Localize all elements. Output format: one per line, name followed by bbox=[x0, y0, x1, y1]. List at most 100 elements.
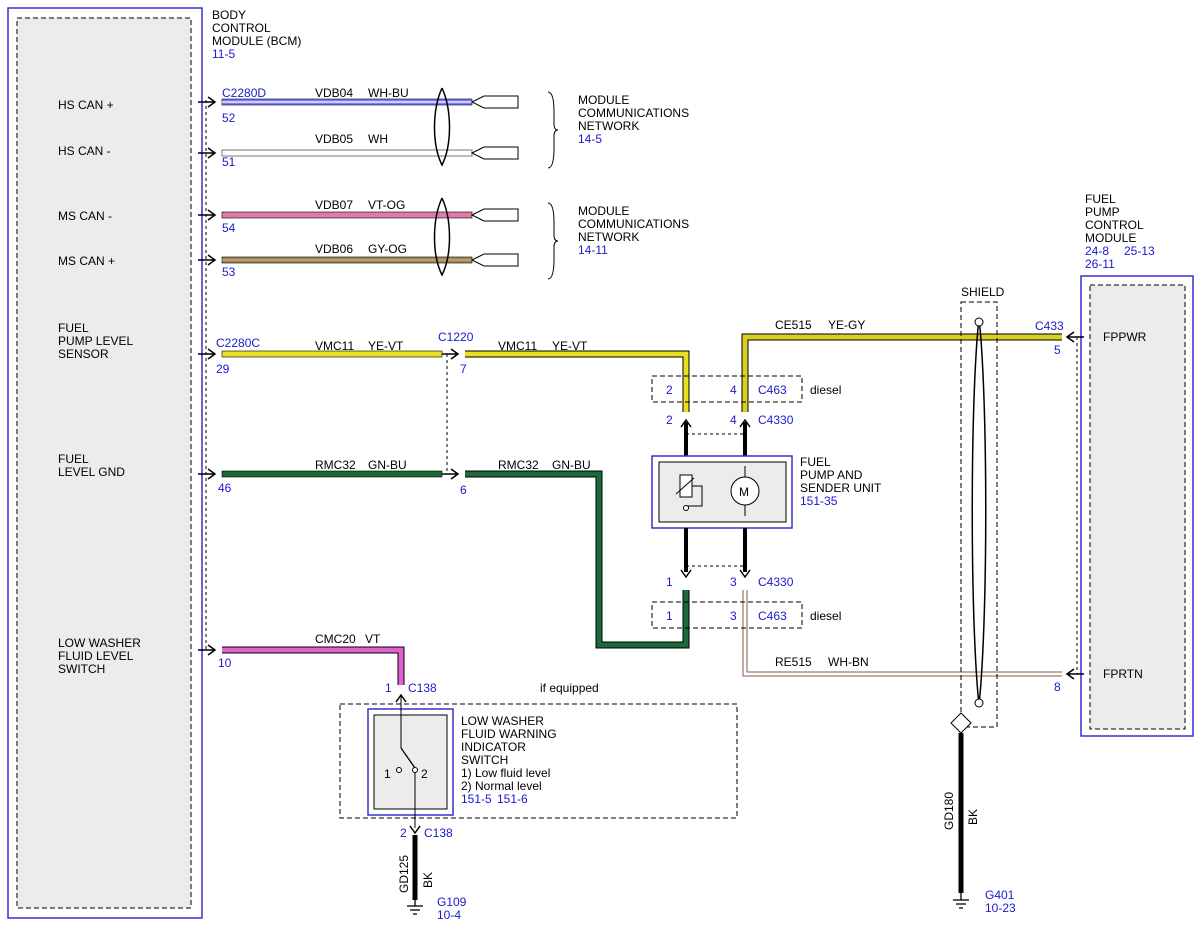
shield-label: SHIELD bbox=[961, 285, 1005, 299]
net-bot-2: COMMUNICATIONS bbox=[578, 217, 689, 231]
fpcm-ref-3[interactable]: 26-11 bbox=[1085, 257, 1115, 271]
net-bot-ref[interactable]: 14-11 bbox=[578, 243, 608, 257]
net-top-ref[interactable]: 14-5 bbox=[578, 132, 602, 146]
wire-vdb05[interactable] bbox=[221, 149, 473, 157]
gd125-circuit: GD125 bbox=[397, 855, 411, 893]
washer-contact-1-icon bbox=[396, 767, 402, 773]
fpcm-inner bbox=[1089, 284, 1186, 730]
c463-top-label: C463 bbox=[758, 383, 787, 397]
g109-ref[interactable]: 10-4 bbox=[437, 908, 461, 922]
c2280c-label: C2280C bbox=[216, 336, 260, 350]
bcm-pin-washer-1: LOW WASHER bbox=[58, 636, 141, 650]
bcm-title-1: BODY bbox=[212, 8, 246, 22]
bcm-pin-fuel-gnd-2: LEVEL GND bbox=[58, 465, 125, 479]
connector-arrows bbox=[198, 96, 460, 656]
pump-unit-label-1: FUEL bbox=[800, 455, 831, 469]
c4330-bottom-arrows bbox=[680, 569, 751, 579]
vmc11b-circuit: VMC11 bbox=[498, 339, 537, 353]
ce515-color: YE-GY bbox=[828, 318, 865, 332]
c138-top-label: C138 bbox=[408, 681, 437, 695]
c138-bottom-arrow bbox=[409, 825, 421, 835]
vdb06-pin: 53 bbox=[222, 265, 236, 279]
washer-label-2: FLUID WARNING bbox=[461, 727, 557, 741]
g401-label: G401 bbox=[985, 888, 1015, 902]
c4330-top-pin4: 4 bbox=[730, 413, 737, 427]
c463-top-box bbox=[651, 375, 803, 403]
rmc32-inline-pin: 6 bbox=[460, 483, 467, 497]
c4330-bot-label: C4330 bbox=[758, 575, 794, 589]
ms-brace-icon bbox=[547, 202, 559, 280]
bcm-pin-ms-can-plus: MS CAN + bbox=[58, 254, 115, 268]
shield-twist-icon bbox=[971, 317, 987, 706]
washer-optional-box bbox=[339, 703, 738, 819]
washer-switch-blade-icon bbox=[400, 747, 416, 769]
fpcm-arrows bbox=[1065, 331, 1084, 680]
c463-bot-box bbox=[651, 601, 803, 629]
g401-ref[interactable]: 10-23 bbox=[985, 901, 1016, 915]
pump-unit-ref[interactable]: 151-35 bbox=[800, 494, 838, 508]
sender-resistor-icon bbox=[679, 474, 693, 498]
gd180-color: BK bbox=[966, 809, 980, 825]
vdb07-color: VT-OG bbox=[368, 198, 405, 212]
bcm-pin-washer-2: FLUID LEVEL bbox=[58, 649, 134, 663]
vmc11-color: YE-VT bbox=[368, 339, 404, 353]
c4330-bot-pin1: 1 bbox=[666, 575, 673, 589]
bcm-inner bbox=[16, 17, 192, 909]
gd180-circuit: GD180 bbox=[942, 792, 956, 830]
cmc20-circuit: CMC20 bbox=[315, 632, 356, 646]
c4330-bot-pin3: 3 bbox=[730, 575, 737, 589]
rmc32-color: GN-BU bbox=[368, 458, 407, 472]
washer-state-2: 2) Normal level bbox=[461, 779, 542, 793]
wire-vmc11-a[interactable] bbox=[221, 350, 443, 358]
pump-unit-label-2: PUMP AND bbox=[800, 468, 863, 482]
vdb04-circuit: VDB04 bbox=[315, 86, 353, 100]
shield-box bbox=[960, 301, 998, 728]
c463-bot-note: diesel bbox=[810, 609, 841, 623]
vdb04-pin: 52 bbox=[222, 111, 236, 125]
gd125-color: BK bbox=[421, 872, 435, 888]
washer-ref-1[interactable]: 151-5 bbox=[461, 792, 492, 806]
wire-vdb07[interactable] bbox=[221, 211, 473, 219]
ms-twist-icon bbox=[433, 197, 451, 277]
wire-cmc20[interactable] bbox=[222, 646, 405, 685]
ce515-circuit: CE515 bbox=[775, 318, 812, 332]
fpcm-ref-2[interactable]: 25-13 bbox=[1124, 244, 1155, 258]
net-bot-3: NETWORK bbox=[578, 230, 639, 244]
hs-connector: C2280D bbox=[222, 86, 266, 100]
bcm-pin-fuel-gnd-1: FUEL bbox=[58, 452, 89, 466]
washer-contact-2-icon bbox=[412, 767, 418, 773]
vmc11-circuit: VMC11 bbox=[315, 339, 354, 353]
re515-color: WH-BN bbox=[828, 655, 869, 669]
c138-bot-label: C138 bbox=[424, 826, 453, 840]
cmc20-color: VT bbox=[365, 632, 381, 646]
washer-state-1: 1) Low fluid level bbox=[461, 766, 550, 780]
fppwr-label: FPPWR bbox=[1103, 330, 1147, 344]
net-top-3: NETWORK bbox=[578, 119, 639, 133]
fpcm-title-3: CONTROL bbox=[1085, 218, 1144, 232]
rmc32-circuit: RMC32 bbox=[315, 458, 356, 472]
net-top-2: COMMUNICATIONS bbox=[578, 106, 689, 120]
bcm-pin-hs-can-minus: HS CAN - bbox=[58, 144, 111, 158]
fpcm-ref-1[interactable]: 24-8 bbox=[1085, 244, 1109, 258]
vdb07-pin: 54 bbox=[222, 221, 236, 235]
shield-end-top bbox=[974, 317, 984, 327]
washer-ref-2[interactable]: 151-6 bbox=[497, 792, 528, 806]
ms-plug-1 bbox=[470, 208, 519, 222]
bcm-title-2: CONTROL bbox=[212, 21, 271, 35]
vmc11b-color: YE-VT bbox=[552, 339, 588, 353]
net-bot-1: MODULE bbox=[578, 204, 629, 218]
c1220-pin: 7 bbox=[460, 362, 467, 376]
wire-ce515[interactable] bbox=[741, 333, 1062, 412]
bcm-ref[interactable]: 11-5 bbox=[212, 47, 235, 61]
ms-plug-2 bbox=[470, 253, 519, 267]
shield-drain-icon bbox=[950, 712, 972, 734]
fpcm-title-1: FUEL bbox=[1085, 192, 1116, 206]
wire-vmc11-b[interactable] bbox=[465, 350, 690, 412]
bcm-pin-fuel-sensor-1: FUEL bbox=[58, 321, 89, 335]
wire-rmc32-a[interactable] bbox=[221, 470, 443, 478]
vdb04-color: WH-BU bbox=[368, 86, 409, 100]
cmc20-pin: 10 bbox=[218, 656, 232, 670]
fpcm-title-4: MODULE bbox=[1085, 231, 1136, 245]
vdb05-color: WH bbox=[368, 132, 388, 146]
vdb06-color: GY-OG bbox=[368, 242, 407, 256]
